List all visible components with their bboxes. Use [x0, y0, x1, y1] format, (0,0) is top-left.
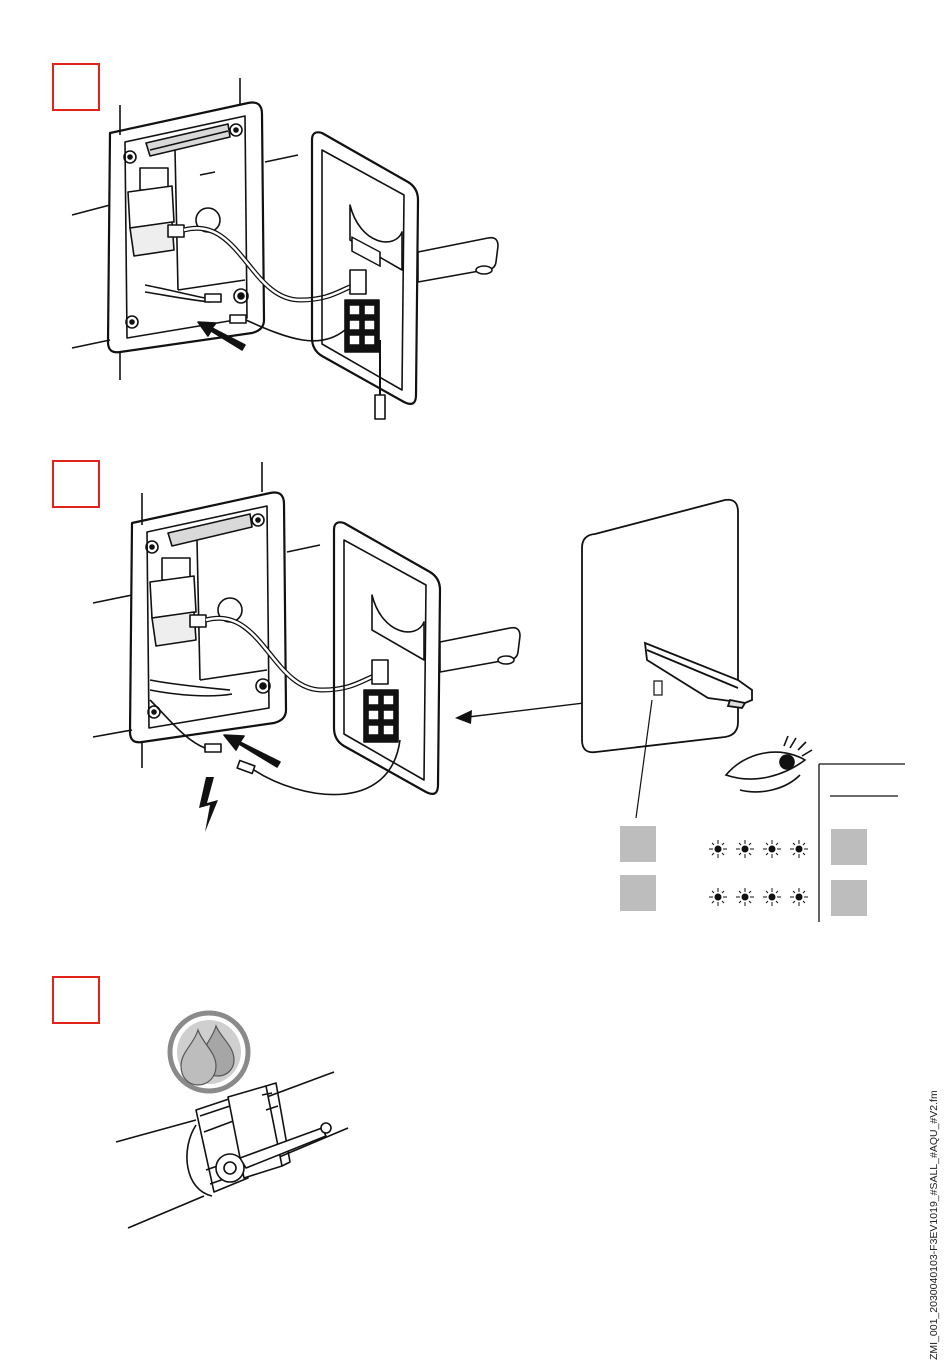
- water-drops-icon: [170, 1013, 248, 1091]
- shutoff-valve: [116, 1072, 348, 1228]
- document-code: ZMI_001_2030040103-F3EV1019_#SALL_#AQU_#…: [928, 960, 944, 1360]
